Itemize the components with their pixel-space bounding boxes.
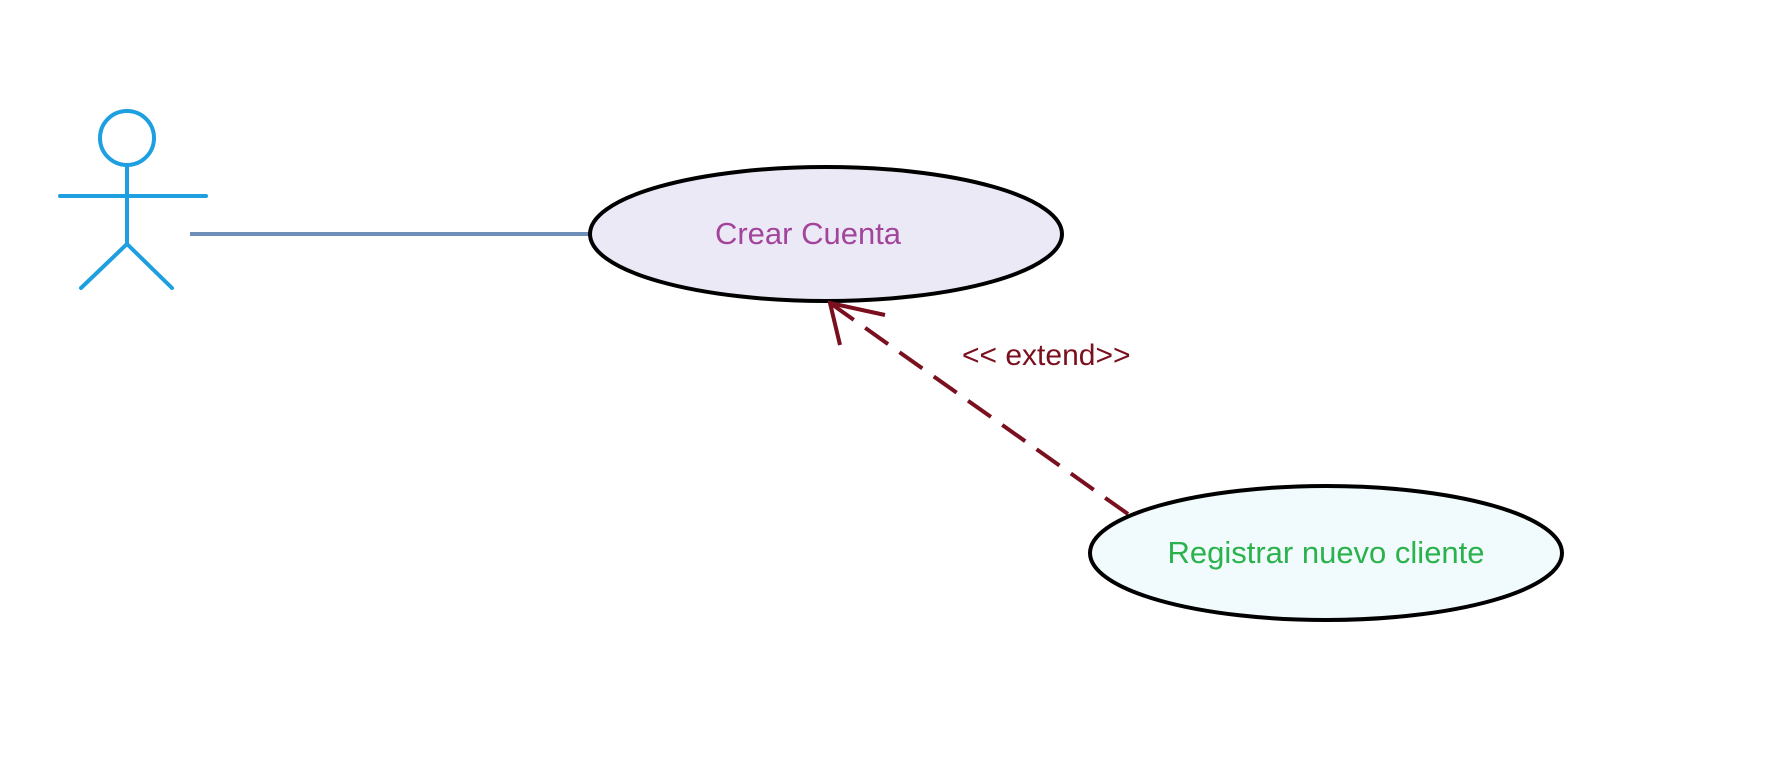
- extend-arrowhead: [827, 300, 886, 346]
- actor-left-leg: [79, 242, 129, 290]
- use-case-registrar-nuevo-cliente-label: Registrar nuevo cliente: [1167, 535, 1484, 570]
- extend-relationship[interactable]: << extend>>: [827, 300, 1131, 516]
- actor-figure[interactable]: [58, 109, 208, 290]
- extend-dashed-line: [828, 301, 1130, 516]
- use-case-crear-cuenta-label: Crear Cuenta: [715, 216, 902, 251]
- actor-right-leg: [125, 242, 174, 290]
- use-case-registrar-nuevo-cliente[interactable]: Registrar nuevo cliente: [1088, 484, 1564, 622]
- extend-label: << extend>>: [962, 339, 1131, 372]
- use-case-registrar-nuevo-cliente-ellipse: [1088, 484, 1564, 622]
- actor-head: [98, 109, 156, 167]
- use-case-crear-cuenta[interactable]: Crear Cuenta: [588, 165, 1064, 303]
- use-case-crear-cuenta-ellipse: [588, 165, 1064, 303]
